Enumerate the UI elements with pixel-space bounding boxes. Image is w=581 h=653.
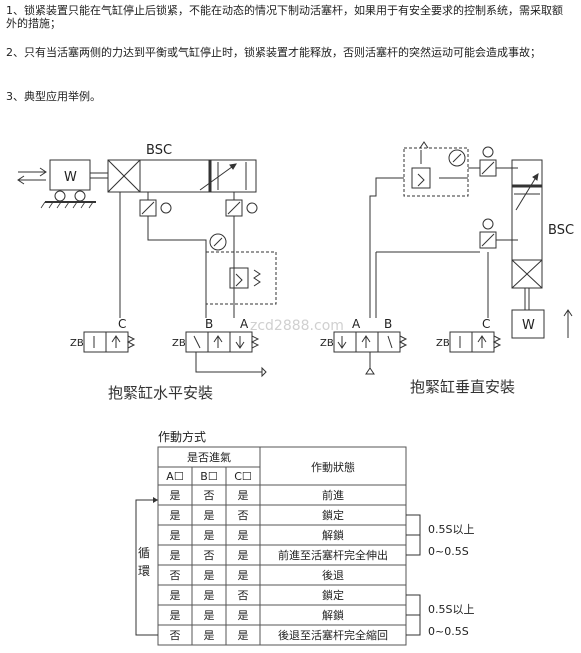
col-b-header: B☐	[200, 470, 217, 483]
table-cell: 是	[238, 609, 249, 622]
valve-b-label-left: B	[205, 317, 213, 331]
valve-c-label-right: C	[482, 317, 490, 331]
table-state-cell: 解鎖	[322, 528, 344, 542]
horizontal-installation-diagram: ZB ZB C B A BSC W 抱緊缸水平安裝	[17, 143, 277, 402]
table-cell: 否	[238, 509, 249, 522]
table-cell: 否	[238, 589, 249, 602]
valve-a-label-right: A	[352, 317, 361, 331]
cylinder-label-right: BSC	[548, 223, 574, 238]
table-cell: 是	[204, 609, 215, 622]
table-state-cell: 前進至活塞杆完全伸出	[278, 548, 388, 562]
table-cell: 是	[204, 629, 215, 642]
timing-1: 0.5S以上	[428, 523, 474, 536]
table-cell: 是	[204, 529, 215, 542]
table-cell: 是	[170, 549, 181, 562]
paragraph-1: 1、锁紧装置只能在气缸停止后锁紧，不能在动态的情况下制动活塞杆，如果用于有安全要…	[6, 4, 563, 30]
cycle-label-1: 循	[138, 546, 150, 560]
col-a-header: A☐	[166, 470, 183, 483]
header-state: 作動狀態	[311, 460, 355, 474]
timing-4: 0~0.5S	[428, 625, 469, 638]
timing-3: 0.5S以上	[428, 603, 474, 616]
table-cell: 是	[238, 549, 249, 562]
table-state-cell: 鎖定	[322, 588, 344, 602]
table-cell: 是	[170, 489, 181, 502]
table-cell: 是	[238, 569, 249, 582]
load-label-left: W	[64, 170, 77, 185]
table-cell: 否	[170, 629, 181, 642]
cylinder-right	[511, 159, 543, 289]
vertical-installation-diagram: ZB ZB A B C BSC W 抱緊缸垂直安裝	[320, 141, 574, 396]
table-state-cell: 後退	[322, 568, 344, 582]
header-group: 是否進氣	[187, 450, 231, 464]
operation-table: 作動方式 是否進氣 作動狀態 A☐ B☐ C☐ 是否是前進是是否鎖定是是是解鎖是…	[135, 429, 474, 646]
table-cell: 是	[170, 529, 181, 542]
table-cell: 否	[204, 549, 215, 562]
table-title: 作動方式	[158, 429, 206, 444]
svg-text:ZB: ZB	[70, 338, 84, 349]
table-state-cell: 前進	[322, 488, 344, 502]
table-cell: 是	[204, 589, 215, 602]
svg-text:ZB: ZB	[172, 338, 186, 349]
svg-text:ZB: ZB	[320, 338, 334, 349]
col-c-header: C☐	[234, 470, 252, 483]
table-cell: 否	[204, 489, 215, 502]
valve-c-label-left: C	[118, 317, 126, 331]
table-state-cell: 後退至活塞杆完全縮回	[278, 628, 388, 642]
cylinder-left	[107, 159, 257, 193]
table-cell: 是	[170, 609, 181, 622]
caption-left: 抱緊缸水平安裝	[108, 384, 213, 402]
valve-b-label-right: B	[384, 317, 392, 331]
cylinder-label-left: BSC	[146, 143, 172, 158]
timing-2: 0~0.5S	[428, 545, 469, 558]
table-cell: 是	[238, 629, 249, 642]
watermark: zcd2888.com	[250, 318, 344, 334]
table-state-cell: 鎖定	[322, 508, 344, 522]
pneumatic-diagrams: ZB ZB C B A BSC W 抱緊缸水平安裝 zcd2888.com	[17, 141, 574, 402]
paragraph-2: 2、只有当活塞两侧的力达到平衡或气缸停止时，锁紧装置才能释放，否则活塞杆的突然运…	[6, 46, 541, 59]
table-cell: 是	[204, 509, 215, 522]
load-label-right: W	[522, 318, 535, 333]
valve-a-label-left: A	[240, 317, 249, 331]
paragraph-3: 3、典型应用举例。	[6, 90, 101, 103]
load-block-left	[49, 159, 91, 191]
table-cell: 是	[238, 529, 249, 542]
table-cell: 是	[204, 569, 215, 582]
table-cell: 是	[170, 509, 181, 522]
table-state-cell: 解鎖	[322, 608, 344, 622]
load-block-right	[511, 309, 545, 339]
svg-text:ZB: ZB	[436, 338, 450, 349]
table-cell: 是	[238, 489, 249, 502]
caption-right: 抱緊缸垂直安裝	[410, 378, 515, 396]
cycle-label-2: 環	[138, 564, 150, 578]
table-cell: 否	[170, 569, 181, 582]
table-cell: 是	[170, 589, 181, 602]
